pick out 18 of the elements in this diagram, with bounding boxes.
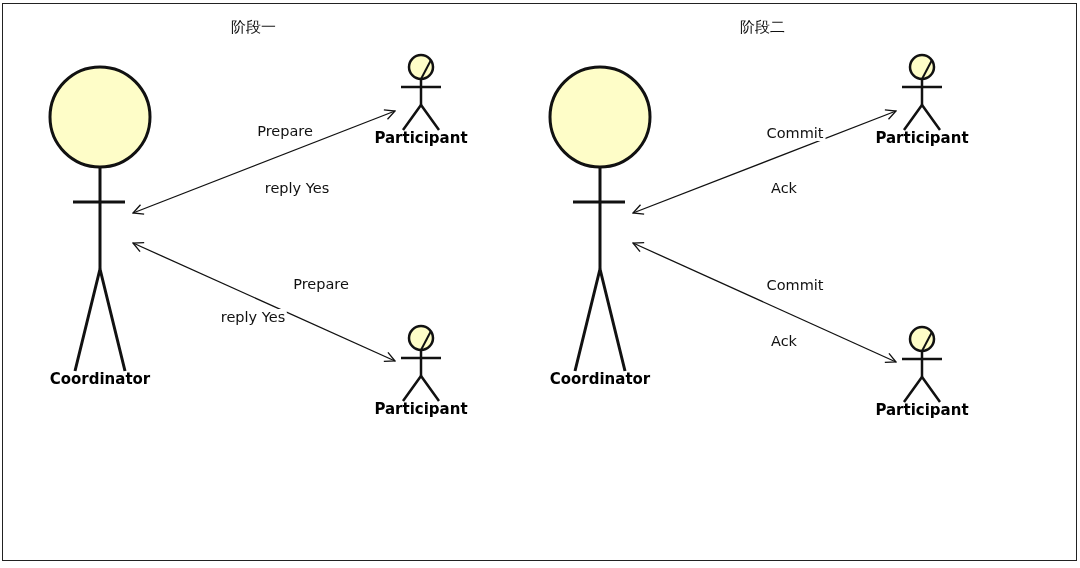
actor-name: Participant [373,400,469,418]
edge-label: Commit [764,277,826,293]
actor-name: Participant [874,401,970,419]
reply-label: Ack [769,333,799,349]
edge-label: Commit [764,125,826,141]
edge-label: Prepare [255,123,315,139]
phase-heading: 阶段二 [737,17,787,37]
actor-name: Participant [373,129,469,147]
arrow [632,241,897,364]
arrow [132,109,396,215]
arrow [632,109,897,215]
actor-name: Coordinator [548,370,652,388]
arrow [132,241,396,363]
reply-label: Ack [769,180,799,196]
edge-label: Prepare [291,276,351,292]
actor-name: Participant [874,129,970,147]
phase-heading: 阶段一 [228,17,278,37]
actor-name: Coordinator [48,370,152,388]
